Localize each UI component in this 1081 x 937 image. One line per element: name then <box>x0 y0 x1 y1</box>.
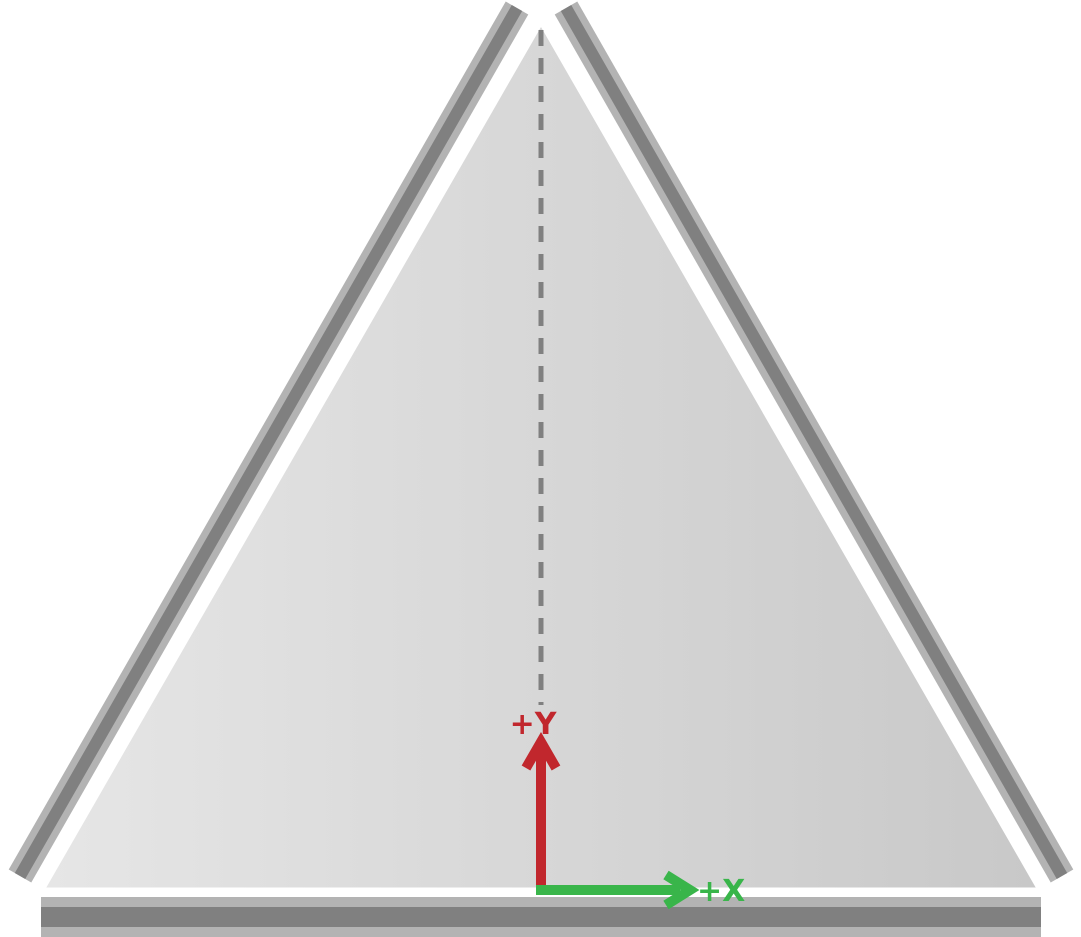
y-axis-arrow <box>521 731 561 888</box>
left-edge-rail <box>8 1 529 883</box>
right-edge-rail <box>554 1 1074 883</box>
bottom-edge-rail <box>41 897 1041 937</box>
x-axis-label: +X <box>697 874 745 909</box>
x-axis-arrow <box>536 870 700 910</box>
y-axis-label: +Y <box>510 707 558 742</box>
